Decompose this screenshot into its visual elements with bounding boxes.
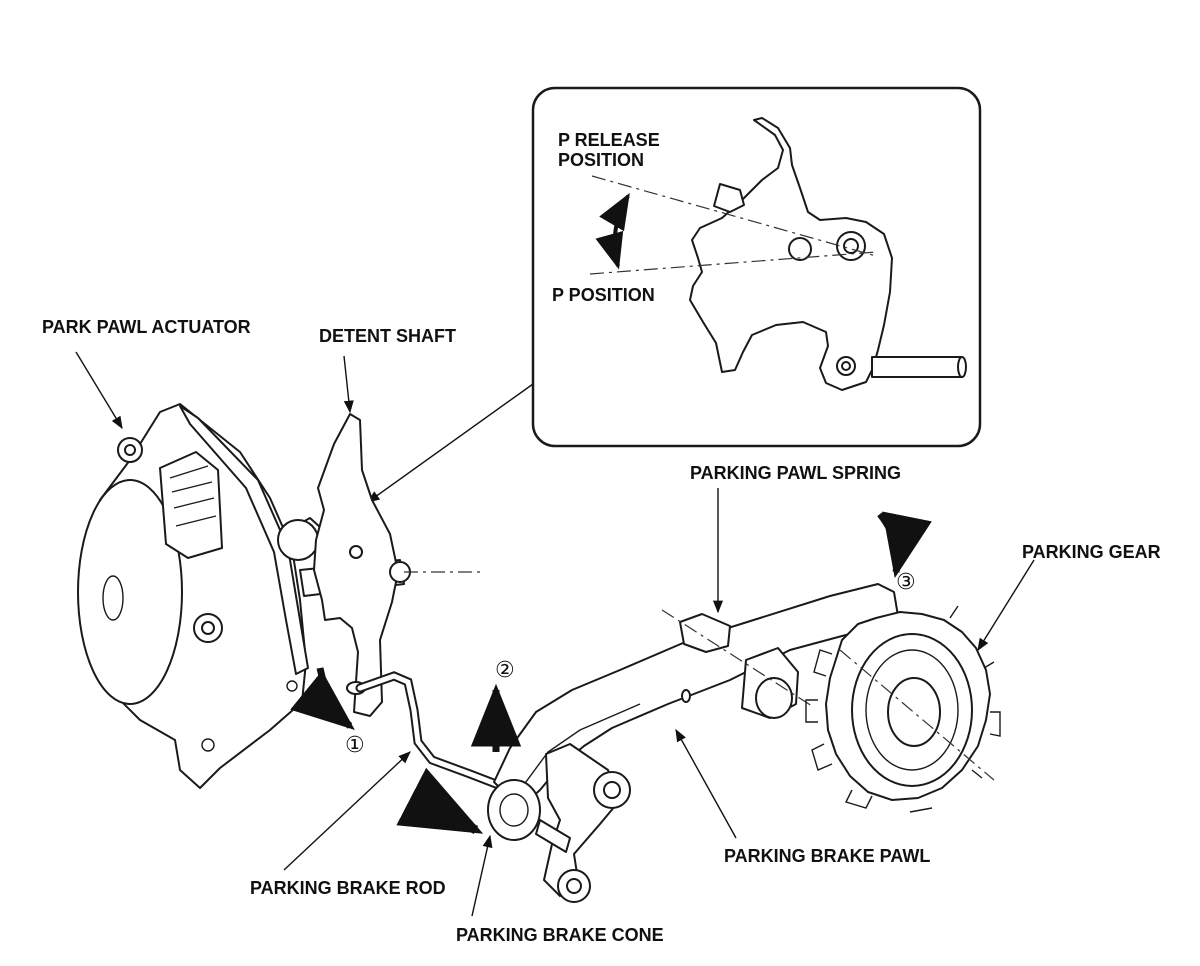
label-p-position: P POSITION (552, 285, 655, 305)
label-parking-brake-pawl: PARKING BRAKE PAWL (724, 846, 931, 866)
label-park-pawl-actuator: PARK PAWL ACTUATOR (42, 317, 251, 337)
parking-brake-pawl (487, 583, 899, 903)
label-p-release-position-line1: P RELEASE (558, 130, 660, 150)
label-detent-shaft: DETENT SHAFT (319, 326, 456, 346)
park-pawl-actuator (77, 403, 405, 789)
label-parking-brake-cone: PARKING BRAKE CONE (456, 925, 664, 945)
detent-shaft (313, 413, 411, 717)
label-parking-pawl-spring: PARKING PAWL SPRING (690, 463, 902, 483)
label-parking-gear: PARKING GEAR (1022, 542, 1161, 562)
detail-inset (531, 86, 982, 448)
step-2-marker: ② (495, 658, 515, 683)
label-p-release-position-line2: POSITION (558, 150, 645, 170)
parking-gear (805, 605, 1001, 813)
step-1-marker: ① (345, 733, 365, 758)
step-3-marker: ③ (896, 570, 916, 595)
label-parking-brake-rod: PARKING BRAKE ROD (250, 878, 446, 898)
